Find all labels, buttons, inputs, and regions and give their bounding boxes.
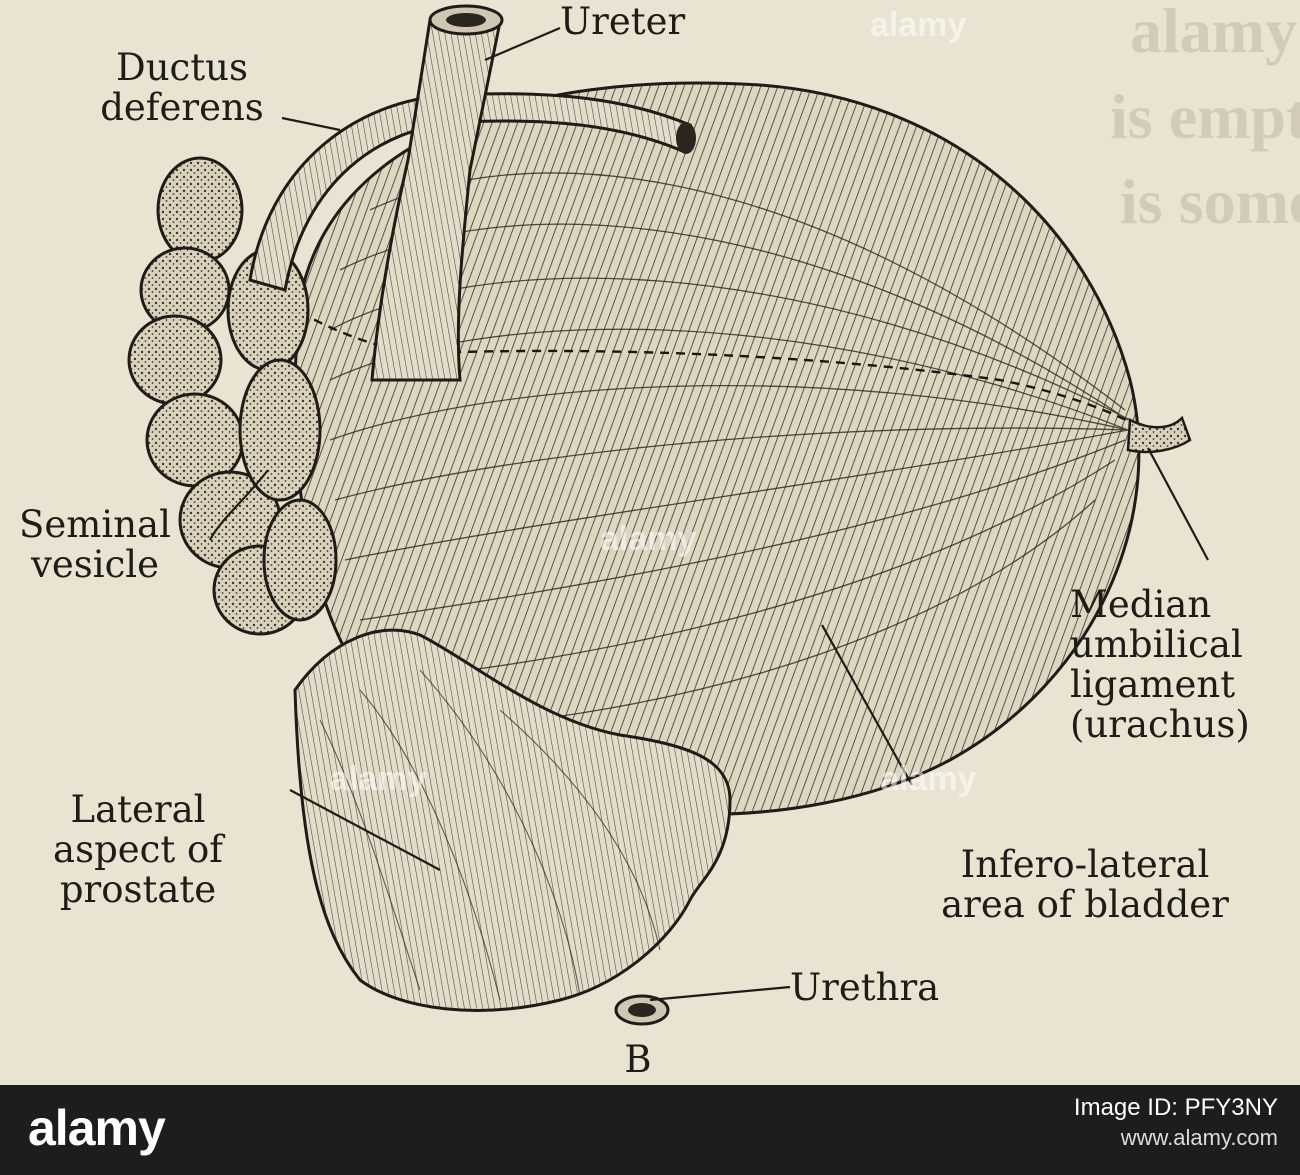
urachus-stub xyxy=(1126,415,1192,454)
label-lateral-aspect-of-prostate: Lateral aspect of prostate xyxy=(53,788,223,911)
seminal-vesicle xyxy=(127,156,338,636)
watermark: alamy xyxy=(600,520,697,558)
prostate xyxy=(293,628,732,1012)
urethra-tube xyxy=(614,994,670,1026)
label-median-umbilical-ligament: Median umbilical ligament (urachus) xyxy=(1070,583,1250,746)
bladder xyxy=(293,81,1146,816)
label-urethra: Urethra xyxy=(790,966,940,1009)
bleed-through-text: alamy xyxy=(1130,0,1298,66)
watermark: alamy xyxy=(870,6,967,44)
label-infero-lateral-area: Infero-lateral area of bladder xyxy=(941,843,1229,926)
watermark: alamy xyxy=(330,760,427,798)
ductus-deferens-end xyxy=(676,122,696,154)
label-ureter: Ureter xyxy=(560,0,686,43)
panel-letter: B xyxy=(624,1038,652,1081)
leader-lines xyxy=(209,26,1209,1002)
watermark: alamy xyxy=(880,760,977,798)
bladder-diagram xyxy=(127,4,1209,1026)
image-id: Image ID: PFY3NY www.alamy.com xyxy=(1073,1094,1278,1150)
alamy-logo: alamy xyxy=(28,1100,166,1156)
label-ductus-deferens: Ductus deferens xyxy=(100,46,264,129)
footer-bar: alamy Image ID: PFY3NY www.alamy.com xyxy=(0,1085,1300,1175)
bleed-through-text: is empty xyxy=(1110,81,1300,152)
illustration-plate: alamy is empty is somet xyxy=(19,0,1300,1081)
label-seminal-vesicle: Seminal vesicle xyxy=(19,503,171,586)
bleed-through-text: is somet xyxy=(1120,166,1300,237)
